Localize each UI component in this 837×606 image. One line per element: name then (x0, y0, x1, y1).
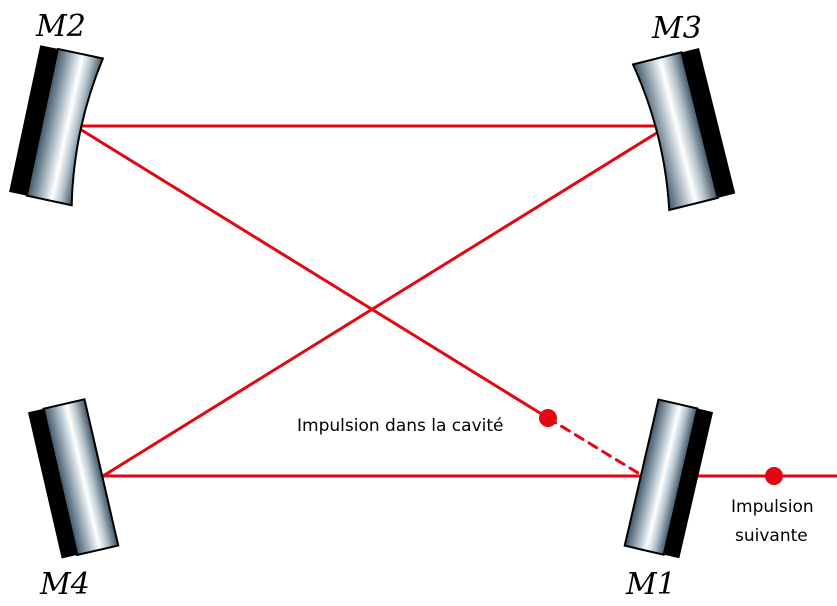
mirror-m3-back (681, 47, 736, 198)
pulse-next-dot (765, 467, 783, 485)
mirror-m4-back (27, 408, 78, 559)
pulse-in-cavity-dot (539, 409, 557, 427)
beam-m2-pulse (73, 124, 550, 420)
mirror-m1-label: M1 (625, 567, 676, 602)
mirror-m4-glass (42, 398, 120, 557)
mirror-m1 (623, 398, 714, 559)
mirror-m2-glass (25, 47, 105, 207)
mirror-m3-label: M3 (651, 11, 702, 46)
mirror-m4-label: M4 (39, 567, 90, 602)
pulse-next-label-line2: suivante (735, 526, 808, 546)
mirror-m3-glass (631, 51, 719, 212)
beam-pulse-m1-dashed (546, 416, 645, 478)
pulse-next-label-line1: Impulsion (731, 497, 814, 517)
mirror-m2-back (9, 45, 58, 196)
pulse-in-cavity-label: Impulsion dans la cavité (297, 416, 503, 436)
mirror-m2-label: M2 (35, 9, 86, 44)
mirror-m4 (27, 398, 120, 559)
mirror-m1-back (663, 408, 714, 559)
mirror-m3 (631, 47, 736, 212)
beam-paths (73, 124, 837, 478)
mirror-m2 (9, 45, 105, 207)
beam-m3-m4 (101, 124, 670, 478)
